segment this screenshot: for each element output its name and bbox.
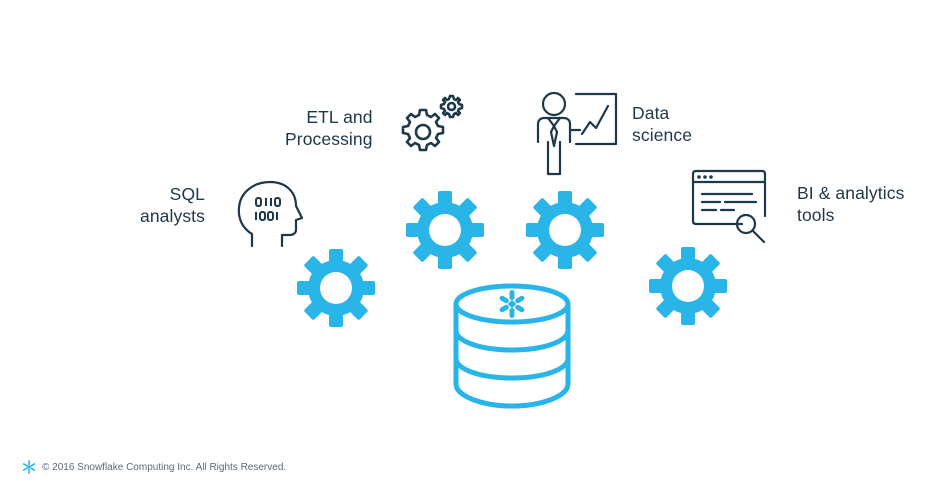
label-line: analysts [140,206,205,226]
label-line: Processing [285,129,373,149]
label-line: science [632,125,693,145]
label-line: SQL [169,184,205,204]
gears-icon [401,94,464,152]
gear-icon [649,247,727,325]
label-line: tools [797,205,835,225]
gear-icon [406,191,484,269]
snowflake-database-icon [453,283,571,409]
label-sql-analysts: SQL analysts [140,183,205,227]
snowflake-logo-icon [22,460,36,474]
label-line: Data [632,103,670,123]
gear-icon [526,191,604,269]
label-line: BI & analytics [797,183,905,203]
footer: © 2016 Snowflake Computing Inc. All Righ… [22,460,286,474]
head-binary-icon [237,180,304,248]
label-etl-processing: ETL and Processing [285,106,373,150]
browser-search-icon [691,169,767,244]
label-line: ETL and [306,107,373,127]
presenter-chart-icon [536,91,618,176]
label-bi-analytics: BI & analytics tools [797,182,904,226]
label-data-science: Data science [632,102,692,146]
gear-icon [297,249,375,327]
copyright-text: © 2016 Snowflake Computing Inc. All Righ… [42,461,287,473]
